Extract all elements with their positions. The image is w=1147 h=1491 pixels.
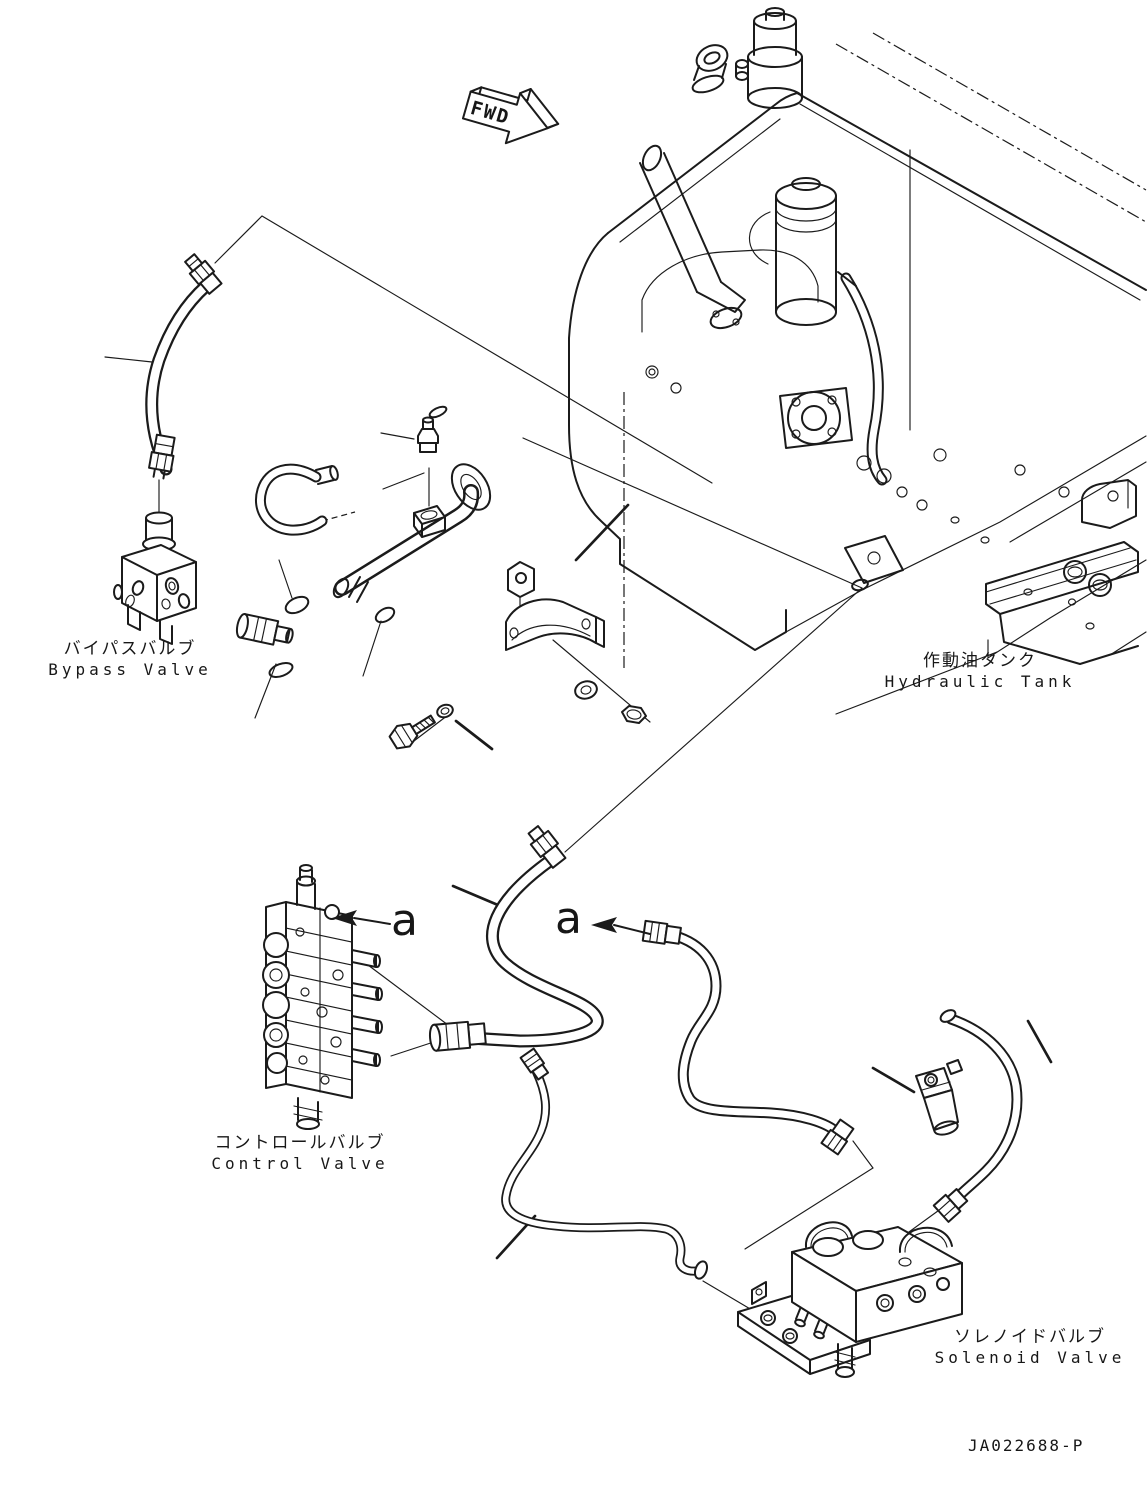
plug-o-ring xyxy=(428,405,448,419)
washer xyxy=(436,703,454,719)
bypass-valve-label: バイパスバルブ Bypass Valve xyxy=(40,638,220,681)
callout-arrow-right xyxy=(591,917,651,935)
hydraulic-tank-drawing xyxy=(568,7,1147,715)
drawing-number: JA022688-P xyxy=(968,1436,1085,1455)
hydraulic-tank-label: 作動油タンク Hydraulic Tank xyxy=(868,650,1092,693)
control-valve-drawing xyxy=(262,864,383,1130)
bypass-valve-label-jp: バイパスバルブ xyxy=(63,639,197,659)
elbow-union-fitting xyxy=(235,613,294,646)
tank-elbow-fitting xyxy=(844,535,904,592)
solenoid-valve-label-en: Solenoid Valve xyxy=(934,1348,1126,1368)
tank-hose xyxy=(837,271,888,486)
o-ring xyxy=(284,595,310,615)
control-valve-label-jp: コントロールバルブ xyxy=(214,1133,386,1153)
hose-a-right xyxy=(641,919,855,1156)
tank-mounting-bracket xyxy=(985,479,1147,665)
hose-solenoid-right xyxy=(932,1009,1023,1223)
mounting-bracket xyxy=(505,561,605,651)
bypass-hose xyxy=(145,253,223,480)
fwd-arrow-icon xyxy=(461,86,560,145)
callout-arrow-left xyxy=(332,910,391,926)
suction-tube xyxy=(639,144,746,330)
o-ring xyxy=(374,606,396,624)
solenoid-valve-label-jp: ソレノイドバルブ xyxy=(954,1327,1106,1347)
bypass-valve-label-en: Bypass Valve xyxy=(48,660,212,680)
pump-flange xyxy=(779,387,853,449)
hydraulic-tank-label-en: Hydraulic Tank xyxy=(884,672,1076,692)
hose-tank-to-control-valve xyxy=(428,825,604,1052)
control-valve-label-en: Control Valve xyxy=(211,1154,389,1174)
adapter-fitting xyxy=(417,416,439,453)
control-valve-label: コントロールバルブ Control Valve xyxy=(200,1132,400,1175)
nut xyxy=(621,705,647,724)
callout-a-left: a xyxy=(391,895,418,946)
solenoid-valve-label: ソレノイドバルブ Solenoid Valve xyxy=(913,1326,1147,1369)
suction-tube-assembly xyxy=(332,463,492,603)
filler-cap xyxy=(691,44,729,94)
u-hose xyxy=(255,463,339,536)
hose-to-solenoid xyxy=(501,1047,709,1280)
bolt xyxy=(388,714,436,750)
hydraulic-tank-label-jp: 作動油タンク xyxy=(923,651,1037,671)
filter-canister xyxy=(748,177,837,326)
bypass-valve-drawing xyxy=(113,511,197,645)
callout-a-right: a xyxy=(555,893,582,944)
solenoid-valve-drawing xyxy=(737,1221,963,1378)
washer xyxy=(574,680,598,700)
hose-clamp xyxy=(915,1059,963,1136)
o-ring xyxy=(268,662,294,678)
